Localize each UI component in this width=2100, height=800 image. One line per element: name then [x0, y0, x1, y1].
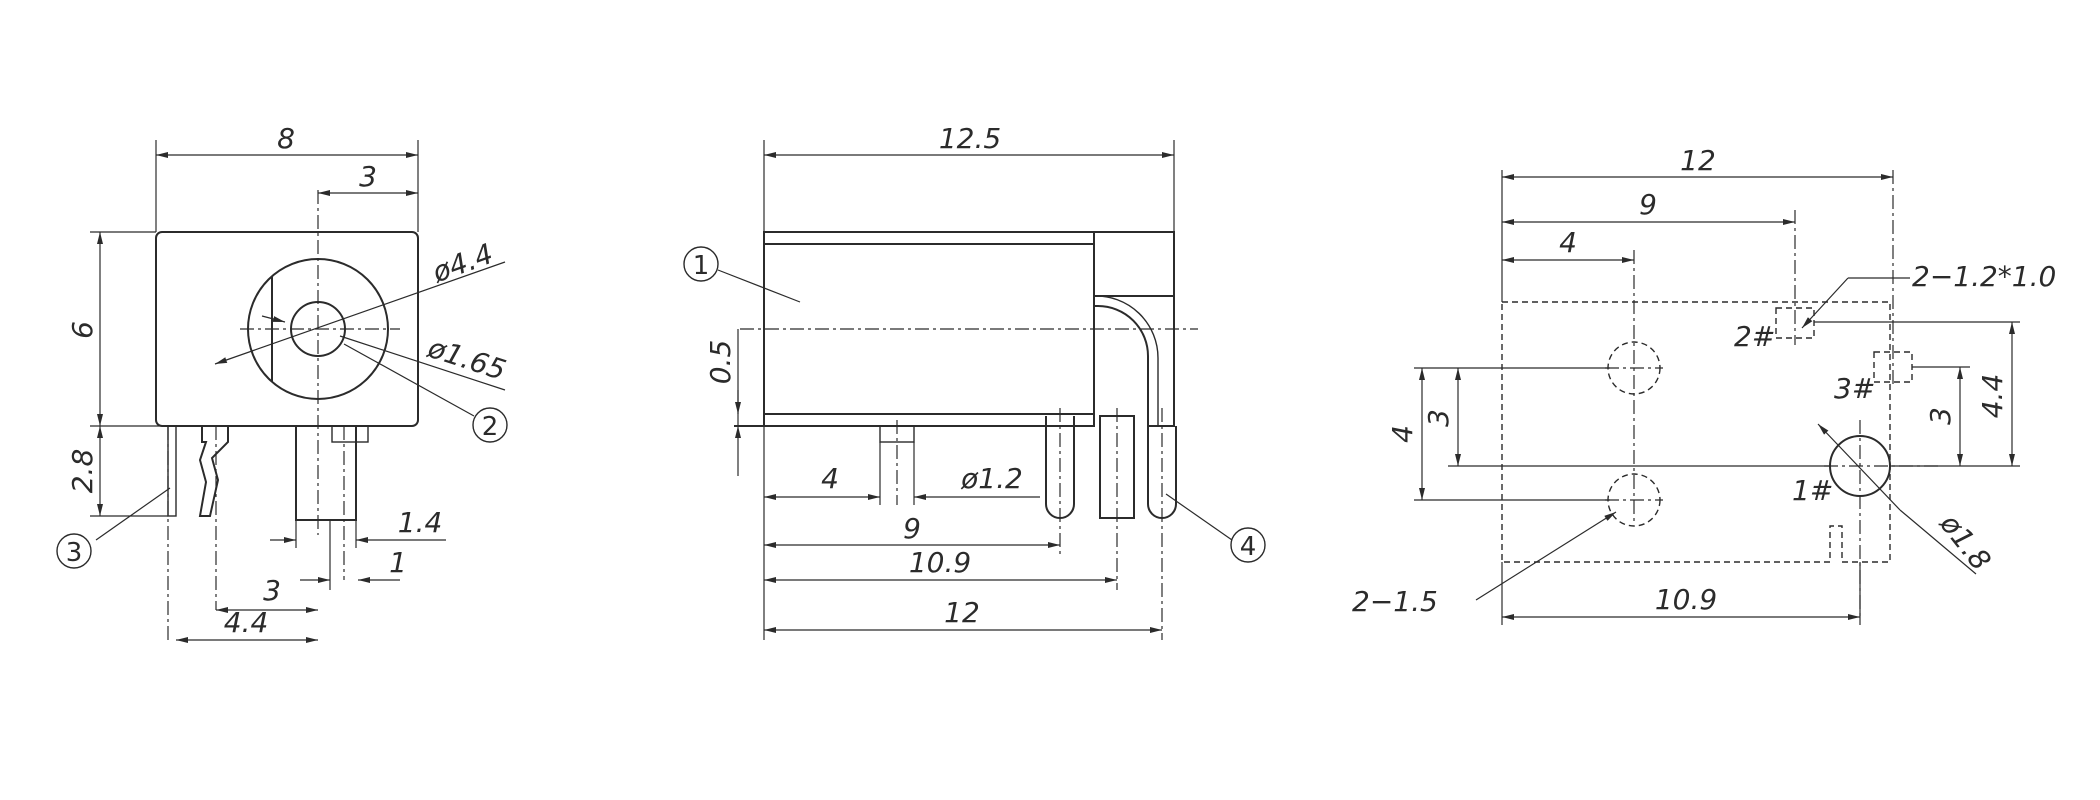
front-width-label: 8 — [277, 122, 295, 155]
front-pin-length-label: 2.8 — [66, 449, 99, 494]
side-dim-109-label: 10.9 — [909, 546, 971, 579]
front-pin-thick-label: 1 — [389, 546, 407, 579]
callout-1-circle — [683, 246, 719, 282]
callout-4-label: 4 — [1240, 532, 1257, 562]
footprint-outline — [1501, 301, 1891, 563]
bottom-dim-4-label: 4 — [1559, 226, 1577, 259]
bottom-dim-109-label: 10.9 — [1655, 583, 1717, 616]
bottom-width-label: 12 — [1680, 144, 1716, 177]
hole-note-label: 2−1.5 — [1352, 585, 1438, 618]
front-outer-dia-label: ø4.4 — [427, 237, 497, 289]
slot-pin2 — [1775, 307, 1815, 339]
bottom-dim-9-label: 9 — [1639, 188, 1657, 221]
callout-3-circle — [56, 533, 92, 569]
front-height-label: 6 — [66, 321, 99, 339]
side-view: 1 4 12.5 0.5 4 ø1.2 9 10.9 12 — [683, 122, 1266, 640]
callout-2-circle — [472, 407, 508, 443]
slot-note-label: 2−1.2*1.0 — [1912, 260, 2056, 293]
front-pin-width-label: 1.4 — [398, 506, 443, 539]
front-spacing-44-label: 4.4 — [224, 606, 269, 639]
front-pin-main — [295, 425, 357, 521]
side-dim-4-label: 4 — [821, 462, 839, 495]
callout-4-circle — [1230, 527, 1266, 563]
side-pin-dia-label: ø1.2 — [960, 462, 1023, 495]
bottom-dim-3-right-label: 3 — [1924, 407, 1957, 425]
side-length-label: 12.5 — [939, 122, 1001, 155]
pin1-dia-label: ø1.8 — [1933, 507, 1998, 577]
bottom-dim-4-left-label: 4 — [1386, 425, 1419, 443]
front-spacing-3-label: 3 — [263, 574, 281, 607]
bottom-dim-44-label: 4.4 — [1976, 374, 2009, 419]
pin3-label: 3# — [1834, 372, 1875, 405]
callout-2-label: 2 — [482, 412, 499, 442]
side-dim-9-label: 9 — [903, 512, 921, 545]
front-body — [155, 231, 419, 427]
callout-1-label: 1 — [693, 251, 710, 281]
pin1-label: 1# — [1792, 474, 1833, 507]
front-pin-left — [167, 425, 177, 517]
callout-3-label: 3 — [66, 538, 83, 568]
bottom-dim-3-left-label: 3 — [1422, 409, 1455, 427]
front-offset-label: 3 — [359, 160, 377, 193]
side-dim-12-label: 12 — [944, 596, 980, 629]
pin2-label: 2# — [1734, 320, 1775, 353]
side-center-height-label: 0.5 — [704, 340, 737, 385]
bottom-view: 12 9 4 2−1.2*1.0 2# 3# 1# 4.4 3 3 4 2−1.… — [1352, 144, 2056, 625]
front-view: 3 2 8 3 6 2.8 ø4.4 ø1.65 1.4 1 3 4.4 — [56, 122, 510, 643]
front-inner-dia-label: ø1.65 — [423, 331, 510, 387]
